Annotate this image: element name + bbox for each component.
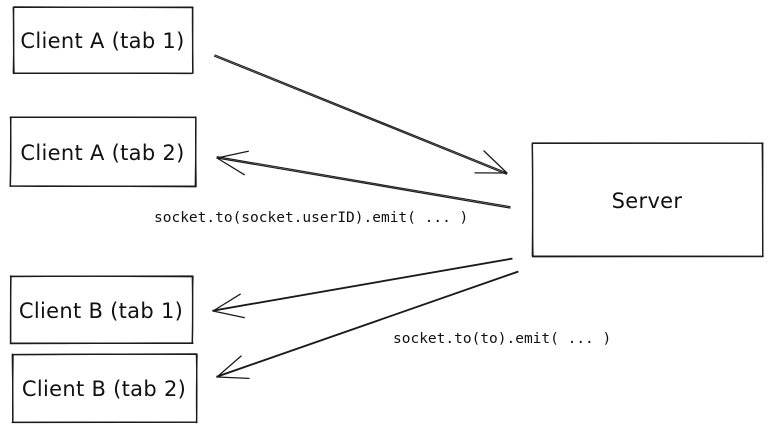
edge-label-emit-userid: socket.to(socket.userID).emit( ... ) — [154, 210, 469, 226]
node-client-a-tab2-label: Client A (tab 2) — [20, 140, 185, 165]
node-client-b-tab1: Client B (tab 1) — [10, 277, 192, 344]
node-client-a-tab2: Client A (tab 2) — [10, 118, 195, 187]
node-client-a-tab1: Client A (tab 1) — [13, 8, 192, 74]
edge-label-emit-to: socket.to(to).emit( ... ) — [393, 331, 612, 347]
node-server: Server — [532, 144, 762, 257]
node-client-b-tab1-label: Client B (tab 1) — [18, 298, 184, 323]
node-client-b-tab2: Client B (tab 2) — [12, 355, 196, 423]
node-server-label: Server — [611, 188, 683, 213]
node-client-b-tab2-label: Client B (tab 2) — [21, 377, 187, 401]
node-client-a-tab1-label: Client A (tab 1) — [20, 29, 185, 53]
